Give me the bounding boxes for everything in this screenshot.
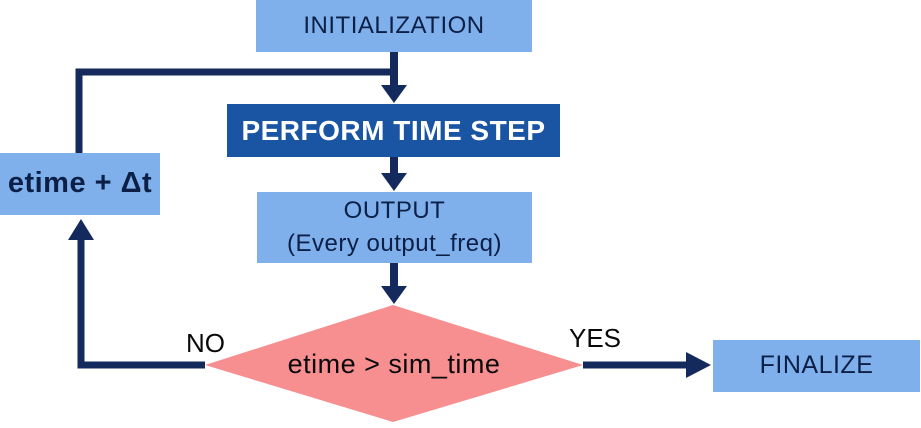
node-perform-time-step-label: PERFORM TIME STEP — [241, 114, 546, 146]
arrow-output-to-decision-head — [381, 286, 407, 304]
arrow-init-to-perform-head — [381, 85, 407, 103]
edge-label-yes: YES — [569, 323, 622, 353]
node-finalize: FINALIZE — [713, 340, 920, 392]
decision-diamond — [205, 305, 583, 422]
loop-return-connector — [75, 68, 398, 153]
node-output: OUTPUT (Every output_freq) — [257, 192, 532, 263]
arrow-decision-to-etime-shaft — [77, 238, 205, 369]
edge-label-no: NO — [186, 328, 225, 358]
arrow-perform-to-output-head — [381, 173, 407, 191]
arrow-decision-to-etime-head — [68, 219, 94, 240]
node-perform-time-step: PERFORM TIME STEP — [227, 104, 560, 157]
decision-condition-label: etime > sim_time — [287, 349, 501, 379]
node-finalize-label: FINALIZE — [759, 351, 874, 380]
node-output-label-line2: (Every output_freq) — [287, 229, 502, 257]
arrow-decision-to-finalize-head — [686, 352, 711, 378]
node-etime-increment-label: etime + Δt — [7, 167, 153, 200]
node-output-label-line1: OUTPUT — [343, 197, 446, 225]
node-initialization: INITIALIZATION — [256, 0, 532, 52]
node-initialization-label: INITIALIZATION — [303, 11, 485, 39]
node-etime-increment: etime + Δt — [0, 153, 160, 215]
